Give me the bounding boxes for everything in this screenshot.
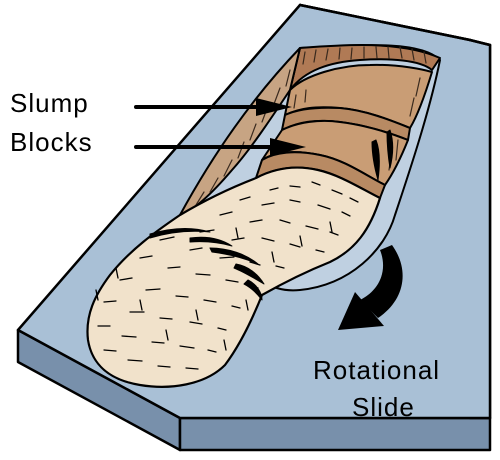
- tension-cracks: [149, 129, 394, 301]
- label-rotational: Rotational: [313, 355, 441, 385]
- curved-arrow: [338, 245, 403, 330]
- label-blocks: Blocks: [10, 127, 93, 157]
- main-scarp: [289, 44, 441, 91]
- slope-corner-edge: [468, 38, 492, 47]
- slope-crest-edge: [298, 3, 472, 42]
- right-arrow: [134, 98, 306, 156]
- flow-texture: [95, 181, 359, 370]
- slope-right-face: [178, 416, 492, 452]
- label-slide: Slide: [352, 392, 415, 422]
- scarp-texture: [195, 46, 427, 206]
- displaced-flow-body: [86, 166, 382, 388]
- label-slump: Slump: [10, 88, 89, 118]
